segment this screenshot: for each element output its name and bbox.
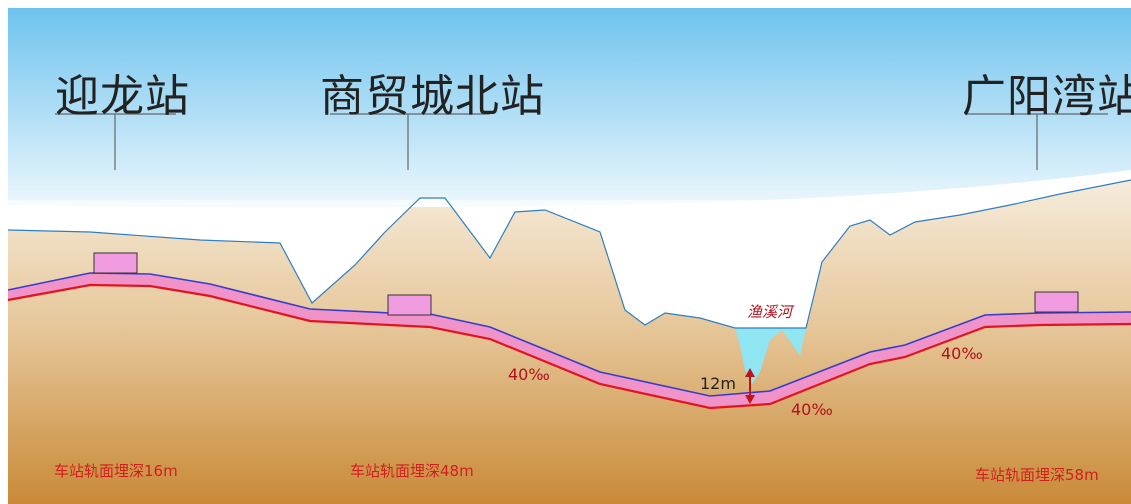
tunnel-bottom-line — [7, 283, 1131, 410]
tunnel-top-line — [7, 272, 1131, 397]
depth-label-guangyangwan: 车站轨面埋深58m — [975, 466, 1099, 484]
station-name-shangmaocheng: 商贸城北站 — [320, 71, 545, 122]
gradient-label: 40‰ — [791, 400, 833, 419]
station-name-guangyangwan: 广阳湾站 — [962, 71, 1131, 122]
station-name-yinglong: 迎龙站 — [55, 71, 190, 122]
river-water — [735, 328, 806, 384]
station-box-guangyangwan — [1034, 291, 1079, 313]
depth-label-yinglong: 车站轨面埋深16m — [54, 462, 178, 480]
clearance-label: 12m — [700, 374, 736, 393]
clearance-arrow-head-down — [745, 395, 755, 404]
surface-air — [8, 170, 1131, 328]
depth-label-shangmaocheng: 车站轨面埋深48m — [350, 462, 474, 480]
station-box-shangmaocheng — [387, 294, 432, 316]
gradient-label: 40‰ — [508, 365, 550, 384]
ground-surface-line — [7, 179, 1131, 329]
clearance-arrow-head-up — [745, 368, 755, 377]
station-box-yinglong — [93, 252, 138, 274]
gradient-label: 40‰ — [941, 344, 983, 363]
ground-mass — [8, 180, 1131, 504]
river-label: 渔溪河 — [747, 303, 793, 321]
tunnel-band — [8, 273, 1131, 408]
